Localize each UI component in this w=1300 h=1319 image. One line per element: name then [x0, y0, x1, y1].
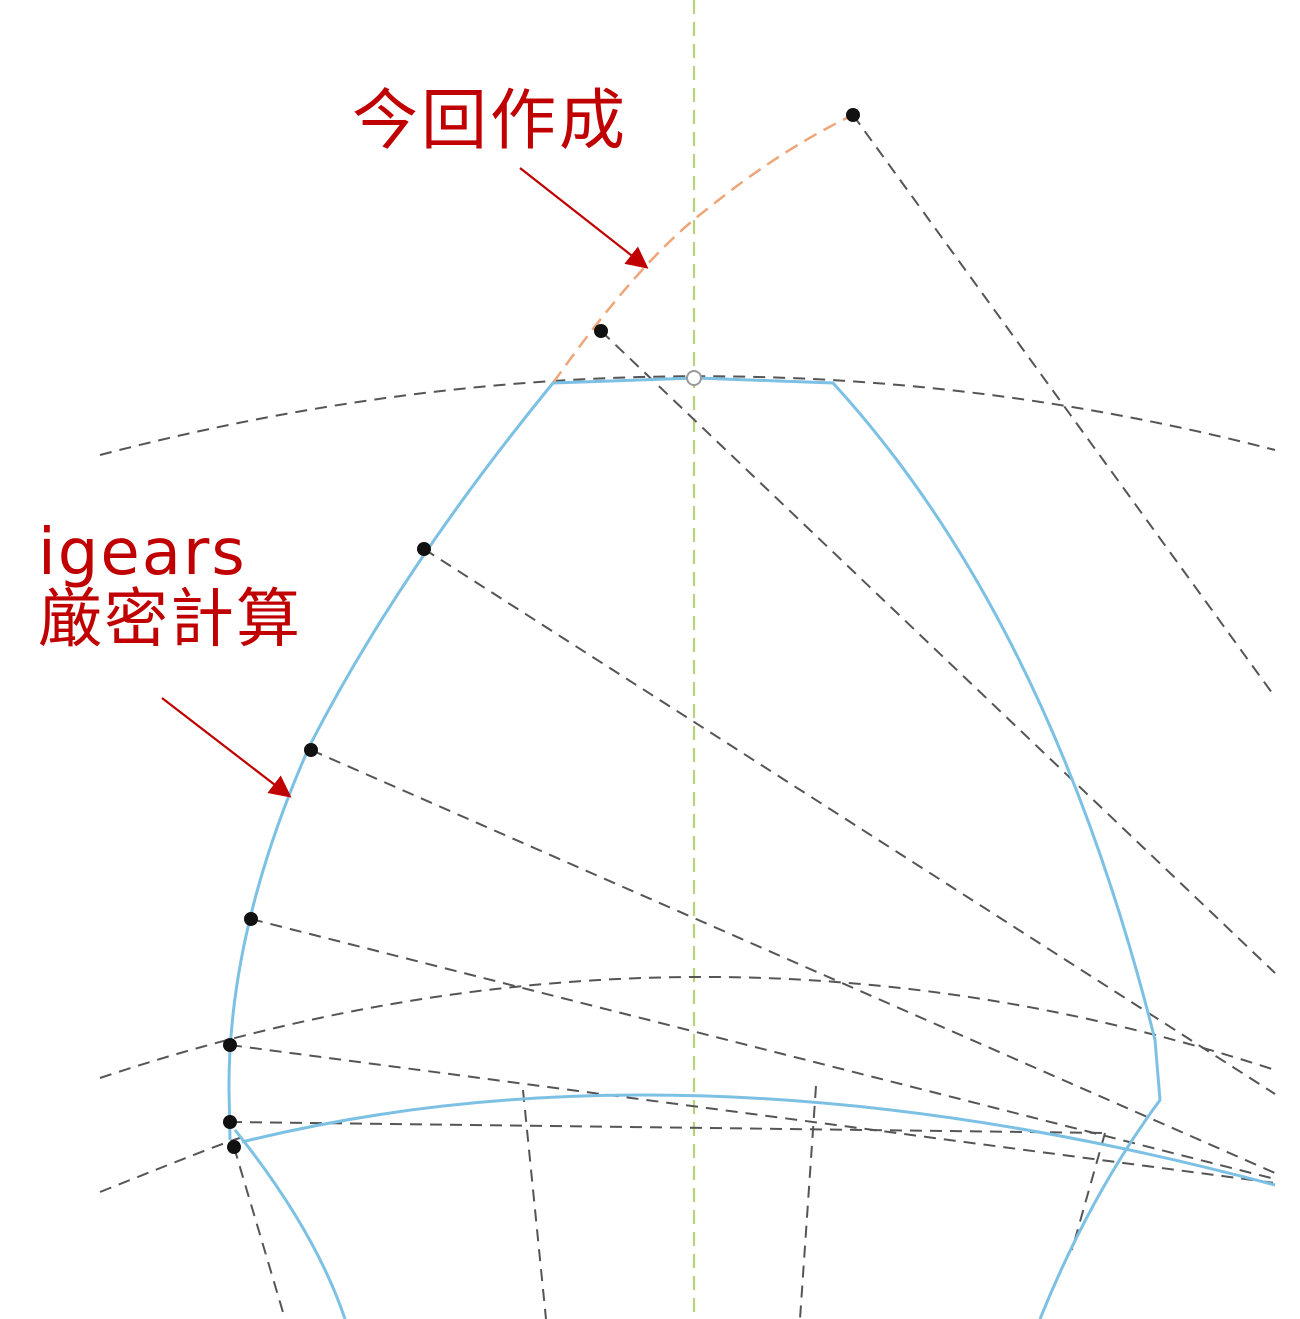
- construction-line-5: [250, 918, 1276, 1180]
- construction-line-4: [310, 749, 1276, 1174]
- tip-circle: [99, 375, 1276, 456]
- profile-point: [227, 1140, 241, 1154]
- profile-point: [223, 1038, 237, 1052]
- construction-line-7: [229, 1121, 1106, 1134]
- root-line-far-right: [1071, 1132, 1106, 1251]
- tip-center-point: [686, 370, 702, 386]
- new-profile-curve: [551, 113, 854, 384]
- root-line-left: [522, 1089, 547, 1319]
- reference-arrow: [161, 697, 292, 798]
- reference-tooth-profile: [227, 376, 1162, 1319]
- new-profile-label: 今回作成: [352, 82, 628, 159]
- pitch-circle: [99, 975, 1276, 1079]
- reference-adjacent-flank: [233, 1129, 347, 1319]
- base-circle: [99, 1137, 241, 1193]
- profile-point: [846, 108, 860, 122]
- construction-line-2: [600, 330, 1276, 974]
- construction-line-6: [229, 1044, 1276, 1184]
- profile-point: [304, 743, 318, 757]
- new-profile-arrow: [519, 167, 649, 269]
- reference-label-line2: 厳密計算: [38, 583, 302, 658]
- construction-line-3: [423, 548, 1276, 1095]
- profile-point: [244, 912, 258, 926]
- construction-line-1: [852, 114, 1276, 698]
- profile-point: [223, 1115, 237, 1129]
- reference-label: igears 厳密計算: [38, 516, 302, 658]
- reference-label-line1: igears: [38, 516, 247, 590]
- construction-line-8: [233, 1146, 286, 1319]
- profile-point: [417, 542, 431, 556]
- reference-root-circle: [241, 1093, 1276, 1187]
- profile-point: [594, 324, 608, 338]
